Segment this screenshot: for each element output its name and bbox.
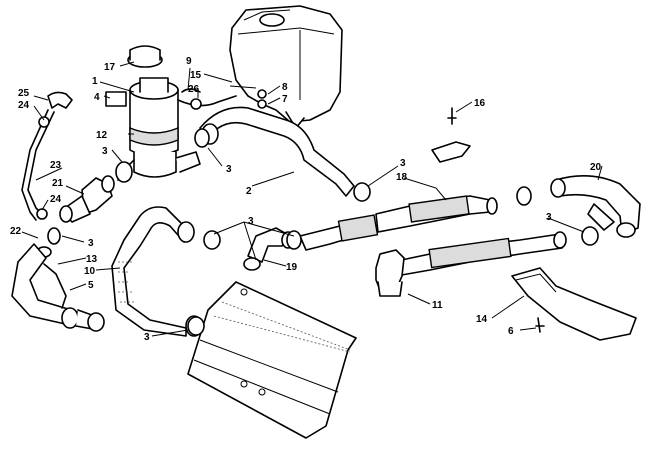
filler-neck-housing — [105, 45, 201, 181]
callout-8: 8 — [282, 82, 288, 93]
callout-3-f: 3 — [400, 158, 406, 169]
callout-24-b: 24 — [50, 194, 62, 205]
lower-exchanger — [391, 231, 567, 277]
upper-hose — [199, 106, 355, 197]
callout-3-c: 3 — [144, 332, 150, 343]
callout-21: 21 — [52, 178, 64, 189]
callout-labels: 17 1 4 12 3 9 15 26 8 7 25 24 23 21 24 2… — [10, 56, 602, 343]
callout-13: 13 — [86, 254, 98, 265]
callout-19: 19 — [286, 262, 298, 273]
right-hose-20 — [550, 175, 641, 238]
callout-15: 15 — [190, 70, 202, 81]
callout-24-a: 24 — [18, 100, 30, 111]
callout-10: 10 — [84, 266, 96, 277]
callout-3-b: 3 — [88, 238, 94, 249]
callout-22: 22 — [10, 226, 22, 237]
callout-2: 2 — [246, 186, 252, 197]
callout-6: 6 — [508, 326, 514, 337]
heat-exchanger-18 — [299, 195, 498, 251]
callout-5: 5 — [88, 280, 94, 291]
callout-25: 25 — [18, 88, 30, 99]
callout-3-a: 3 — [102, 146, 108, 157]
leader-lines — [21, 61, 603, 337]
callout-16: 16 — [474, 98, 486, 109]
callout-7: 7 — [282, 94, 288, 105]
callout-26: 26 — [188, 84, 200, 95]
callout-9: 9 — [186, 56, 192, 67]
callout-23: 23 — [50, 160, 62, 171]
callout-1: 1 — [92, 76, 98, 87]
callout-4: 4 — [94, 92, 100, 103]
callout-12: 12 — [96, 130, 108, 141]
callout-14: 14 — [476, 314, 488, 325]
skid-plate-14 — [511, 267, 637, 341]
radiator-panel — [187, 281, 357, 439]
callout-3-e: 3 — [248, 216, 254, 227]
bracket-16 — [431, 107, 471, 163]
callout-3-g: 3 — [546, 212, 552, 223]
callout-20: 20 — [590, 162, 602, 173]
corrugated-hose-10 — [111, 206, 203, 337]
callout-18: 18 — [396, 172, 408, 183]
callout-17: 17 — [104, 62, 116, 73]
callout-3-d: 3 — [226, 164, 232, 175]
callout-11: 11 — [432, 300, 443, 311]
fitting-11 — [375, 249, 405, 297]
bleed-line — [21, 91, 73, 221]
hose-clamps — [87, 128, 599, 336]
